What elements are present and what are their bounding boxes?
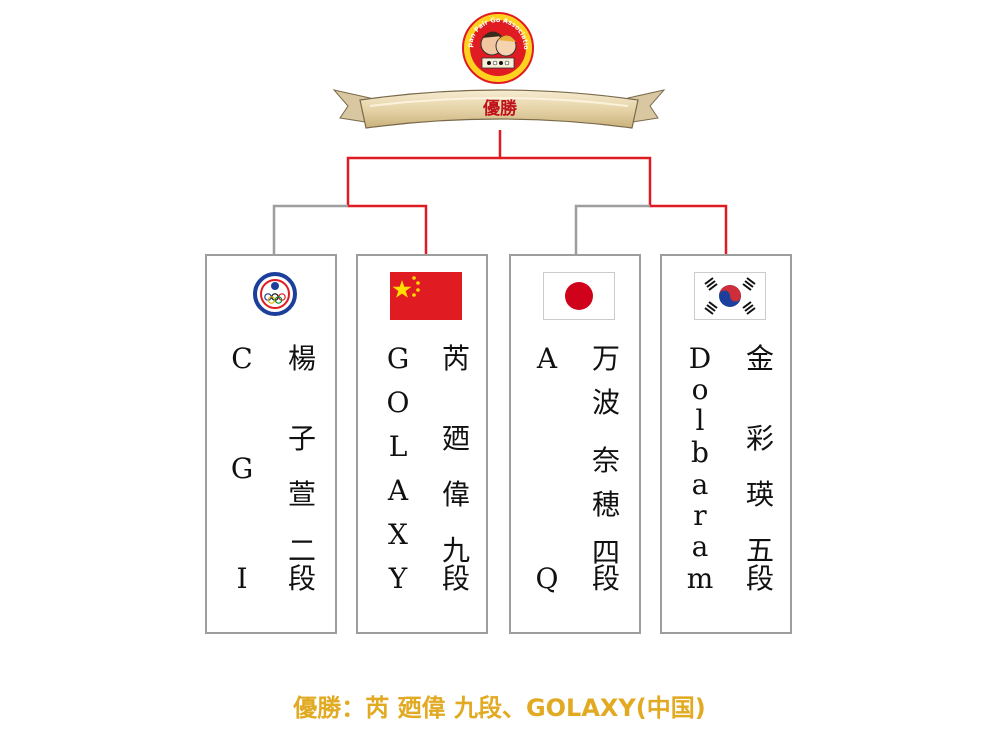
team-char: G [386,342,410,375]
chinese-taipei-olympic-flag-icon [253,272,297,316]
team-panel-aq: A Q 万 波 奈 穂 四 段 [509,254,641,634]
winner-caption: 優勝：芮 廼偉 九段、GOLAXY(中国) [293,694,706,722]
team-char: G [230,452,254,485]
pair-go-association-logo: Japan Pair Go Association [462,12,534,84]
team-char: C [231,342,253,375]
player-name-vertical: 楊 子 萱 二 段 [284,344,320,594]
player-name-vertical: 芮 廼 偉 九 段 [438,344,474,594]
japan-flag-icon [543,272,615,320]
team-char: A [536,342,558,375]
player-char: 金 [745,342,774,375]
player-char: 段 [441,562,470,595]
player-char: 万 [591,342,620,375]
team-name-vertical: D o l b a r a m [682,344,718,594]
player-char: 穂 [591,488,620,521]
player-char: 二 [287,534,316,567]
china-flag-icon [390,272,462,320]
team-panel-dolbaram: D o l b a r a m 金 彩 瑛 五 段 [660,254,792,634]
team-char: r [693,499,707,532]
bracket-line-final-left [346,130,502,254]
player-char: 四 [591,536,620,569]
player-char: 偉 [441,478,470,511]
player-char: 楊 [287,342,316,375]
team-char: l [695,404,705,437]
player-name-vertical: 万 波 奈 穂 四 段 [588,344,624,594]
player-char: 九 [441,534,470,567]
team-char: X [388,518,408,551]
team-char: b [691,436,709,469]
team-name-vertical: C G I [224,344,260,594]
player-char: 瑛 [745,478,774,511]
team-char: L [388,430,408,463]
team-char: I [236,562,248,595]
team-char: Y [388,562,408,595]
bracket-line-semi-right-loser [574,204,650,254]
player-char: 子 [287,422,316,455]
player-char: 奈 [591,444,620,477]
team-panel-cgi: C G I 楊 子 萱 二 段 [205,254,337,634]
team-name-vertical: G O L A X Y [380,344,416,594]
player-char: 段 [287,562,316,595]
player-char: 彩 [745,422,774,455]
team-char: o [691,373,709,406]
team-name-vertical: A Q [529,344,565,594]
bracket-line-semi-left-loser [272,204,348,254]
player-char: 波 [591,386,620,419]
player-char: 段 [591,562,620,595]
player-name-vertical: 金 彩 瑛 五 段 [742,344,778,594]
player-char: 廼 [441,422,470,455]
champion-banner [332,89,666,129]
korea-flag-icon [694,272,766,320]
team-char: a [691,468,709,501]
player-char: 五 [745,534,774,567]
team-char: O [386,386,410,419]
banner-label: 優勝 [483,99,517,119]
player-char: 芮 [441,342,470,375]
team-char: D [688,342,712,375]
team-char: Q [535,562,559,595]
team-char: A [387,474,409,507]
player-char: 段 [745,562,774,595]
team-char: a [691,530,709,563]
team-char: m [686,562,714,595]
bracket-line-final-right [500,156,728,254]
team-panel-golaxy: G O L A X Y 芮 廼 偉 九 段 [356,254,488,634]
player-char: 萱 [287,478,316,511]
